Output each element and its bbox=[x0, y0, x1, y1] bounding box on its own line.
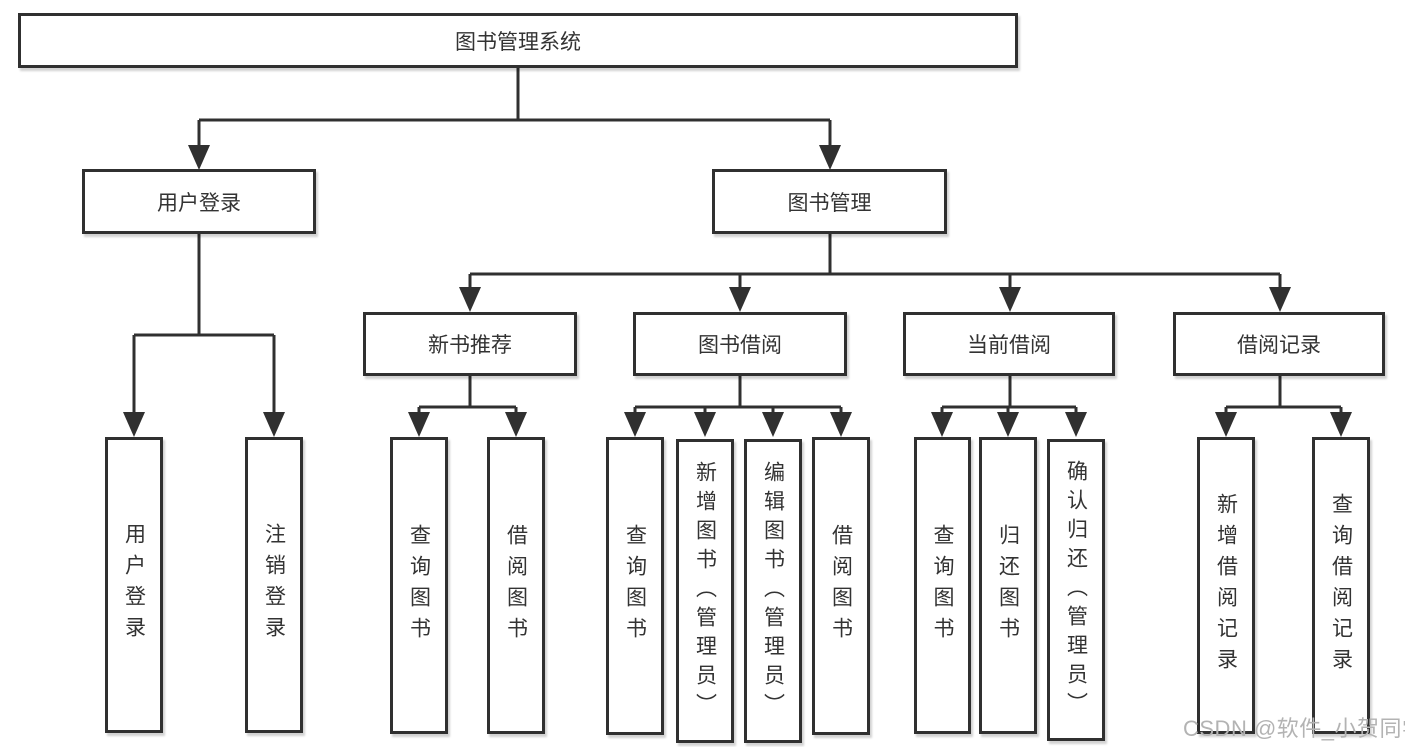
leaf-label: 归还图书 bbox=[996, 523, 1020, 648]
leaf-label: 新增图书（管理员） bbox=[693, 460, 717, 722]
leaf-label: 查询图书 bbox=[931, 523, 954, 648]
node-label: 图书借阅 bbox=[698, 334, 782, 357]
leaf-query-book-borrowing: 查询图书 bbox=[606, 437, 664, 735]
node-label: 用户登录 bbox=[157, 191, 241, 215]
leaf-label: 借阅图书 bbox=[504, 523, 528, 648]
leaf-label: 确认归还（管理员） bbox=[1064, 459, 1088, 721]
leaf-return-book: 归还图书 bbox=[979, 437, 1037, 734]
leaf-label: 查询图书 bbox=[407, 523, 431, 648]
leaf-logout-login: 注销登录 bbox=[245, 437, 303, 733]
node-user-login: 用户登录 bbox=[82, 169, 316, 234]
node-label: 新书推荐 bbox=[428, 334, 512, 357]
node-label: 图书管理系统 bbox=[455, 30, 581, 54]
leaf-label: 查询图书 bbox=[623, 524, 647, 648]
leaf-query-book-recommend: 查询图书 bbox=[390, 437, 448, 734]
leaf-query-book-current: 查询图书 bbox=[914, 437, 971, 734]
node-label: 当前借阅 bbox=[967, 334, 1051, 357]
node-root: 图书管理系统 bbox=[18, 13, 1018, 68]
leaf-label: 查询借阅记录 bbox=[1329, 492, 1353, 679]
node-label: 借阅记录 bbox=[1237, 334, 1321, 357]
node-book-borrowing: 图书借阅 bbox=[633, 312, 847, 376]
node-borrowing-records: 借阅记录 bbox=[1173, 312, 1385, 376]
leaf-label: 编辑图书（管理员） bbox=[761, 460, 785, 722]
leaf-label: 借阅图书 bbox=[829, 524, 853, 648]
leaf-label: 新增借阅记录 bbox=[1214, 492, 1238, 679]
node-label: 图书管理 bbox=[787, 191, 872, 215]
leaf-label: 注销登录 bbox=[262, 523, 286, 647]
leaf-label: 用户登录 bbox=[122, 523, 146, 647]
leaf-confirm-return-admin: 确认归还（管理员） bbox=[1047, 439, 1105, 741]
leaf-edit-book-admin: 编辑图书（管理员） bbox=[744, 439, 802, 743]
leaf-user-login: 用户登录 bbox=[105, 437, 163, 733]
leaf-add-borrow-record: 新增借阅记录 bbox=[1197, 437, 1255, 734]
node-new-book-recommendation: 新书推荐 bbox=[363, 312, 577, 376]
leaf-add-book-admin: 新增图书（管理员） bbox=[676, 439, 734, 743]
leaf-query-borrow-record: 查询借阅记录 bbox=[1312, 437, 1370, 734]
node-book-management: 图书管理 bbox=[712, 169, 947, 234]
leaf-borrow-book-borrowing: 借阅图书 bbox=[812, 437, 870, 735]
leaf-borrow-book-recommend: 借阅图书 bbox=[487, 437, 545, 734]
node-current-borrowing: 当前借阅 bbox=[903, 312, 1115, 376]
watermark: CSDN @软件_小贺同学 bbox=[1183, 716, 1405, 741]
